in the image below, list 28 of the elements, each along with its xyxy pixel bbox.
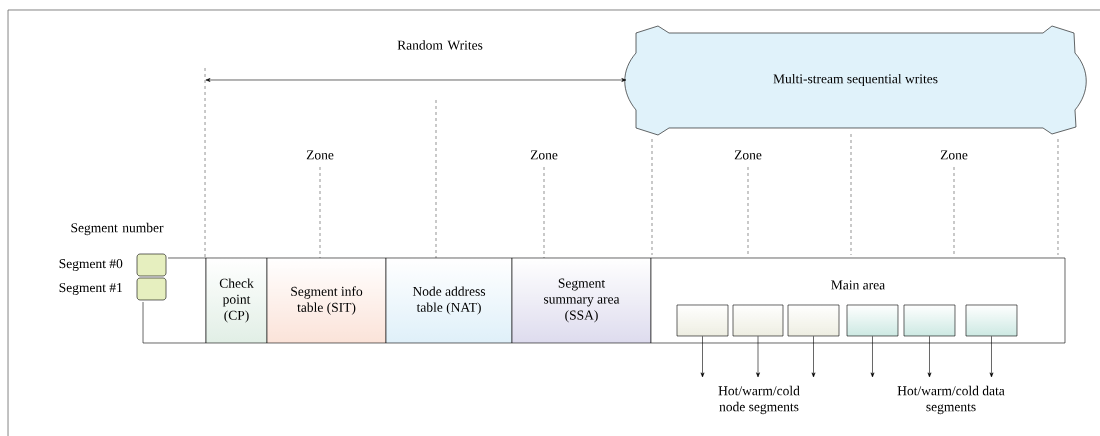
arrow	[756, 336, 760, 378]
zone-label: Zone	[530, 150, 558, 160]
segment-box	[846, 304, 899, 337]
segment-box	[676, 304, 729, 337]
arrow	[989, 336, 994, 378]
zone-label: Zone	[734, 150, 762, 160]
arrow	[927, 336, 932, 378]
arrow	[700, 336, 705, 378]
arrow	[870, 336, 875, 378]
segment-box	[136, 277, 167, 301]
text-label: Random Writes	[397, 40, 483, 50]
area-cell: Segment summary area (SSA)	[511, 257, 652, 344]
segment-box	[136, 253, 167, 277]
text-label: Hot/warm/cold data segments	[897, 385, 1005, 415]
area-cell: Node address table (NAT)	[385, 257, 513, 344]
area-cell: Check point (CP)	[205, 257, 268, 344]
segment-box	[732, 304, 784, 337]
zone-label: Zone	[306, 150, 334, 160]
text-label: Segment number	[71, 222, 164, 236]
arrow	[811, 336, 816, 378]
segment-box	[787, 304, 840, 337]
segment-box	[903, 304, 956, 337]
zone-label: Zone	[940, 150, 968, 160]
segment-box	[965, 304, 1018, 337]
arrow	[205, 78, 627, 82]
segment-label: Segment #0	[59, 259, 123, 271]
text-label: Hot/warm/cold node segments	[718, 385, 800, 415]
segment-label: Segment #1	[59, 283, 122, 295]
